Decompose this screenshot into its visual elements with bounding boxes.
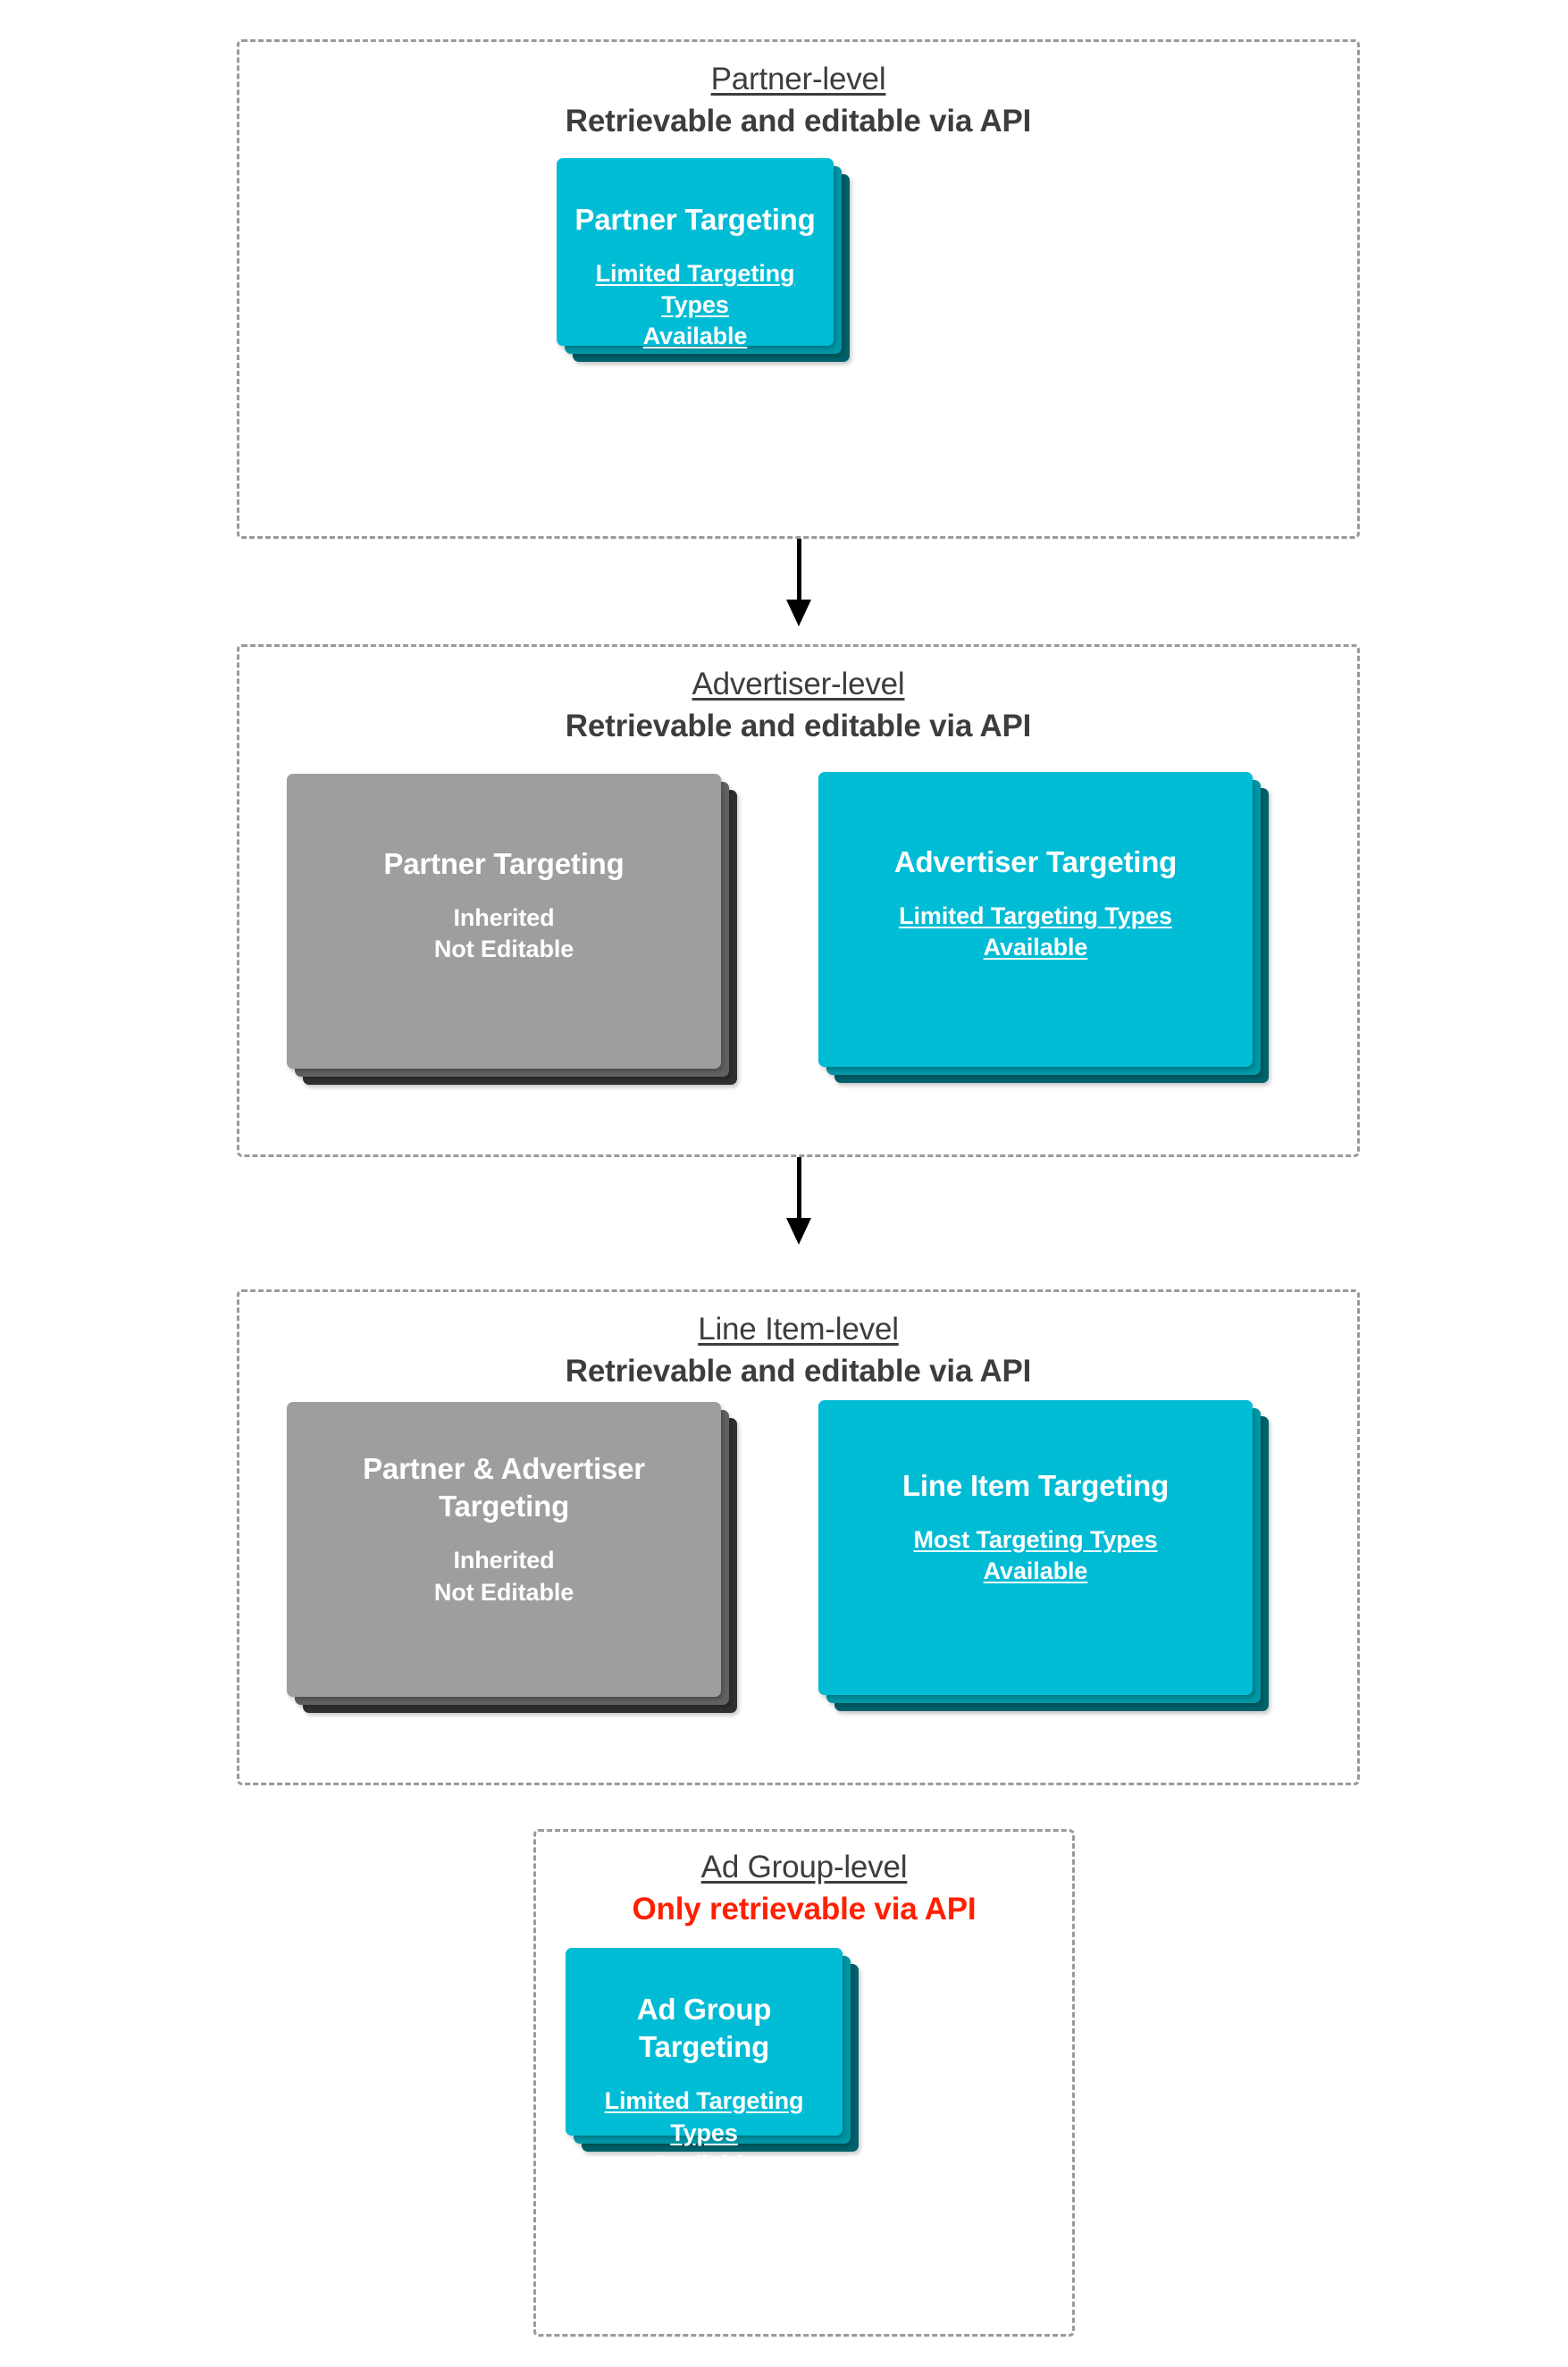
- card-body-advertiser-targeting: Advertiser Targeting Limited Targeting T…: [818, 844, 1253, 963]
- level-api-note-partner: Retrievable and editable via API: [565, 103, 1032, 138]
- level-heading-ad-group: Ad Group-level Only retrievable via API: [536, 1848, 1072, 1930]
- level-name-line-item: Line Item-level: [698, 1312, 899, 1347]
- level-name-advertiser: Advertiser-level: [692, 667, 905, 701]
- level-api-note-advertiser: Retrievable and editable via API: [565, 708, 1032, 743]
- arrow-head: [786, 1218, 811, 1245]
- card-layer-front: Line Item Targeting Most Targeting Types…: [818, 1400, 1253, 1695]
- card-stack-line-item-targeting[interactable]: Line Item Targeting Most Targeting Types…: [818, 1400, 1283, 1713]
- card-layer-front: Partner Targeting Limited Targeting Type…: [557, 158, 834, 349]
- arrow-partner-to-advertiser: [784, 539, 814, 626]
- card-title: Partner Targeting: [383, 847, 625, 880]
- card-layer-front: Advertiser Targeting Limited Targeting T…: [818, 772, 1253, 1067]
- card-stack-advertiser-targeting[interactable]: Advertiser Targeting Limited Targeting T…: [818, 772, 1283, 1085]
- arrow-advertiser-to-line-item: [784, 1157, 814, 1245]
- level-heading-partner: Partner-level Retrievable and editable v…: [239, 60, 1357, 142]
- level-heading-advertiser: Advertiser-level Retrievable and editabl…: [239, 665, 1357, 747]
- card-title: Partner Targeting: [574, 203, 816, 236]
- card-layer-front: Ad Group Targeting Limited Targeting Typ…: [566, 1948, 843, 2178]
- level-api-note-ad-group: Only retrievable via API: [632, 1891, 977, 1926]
- level-box-partner: Partner-level Retrievable and editable v…: [237, 39, 1360, 539]
- arrow-head: [786, 600, 811, 626]
- card-title: Advertiser Targeting: [893, 845, 1178, 878]
- card-title: Line Item Targeting: [901, 1469, 1170, 1502]
- level-name-ad-group: Ad Group-level: [700, 1850, 908, 1884]
- card-stack-ad-group-targeting[interactable]: Ad Group Targeting Limited Targeting Typ…: [566, 1948, 1012, 2178]
- card-body-ad-group-targeting: Ad Group Targeting Limited Targeting Typ…: [566, 1991, 843, 2180]
- card-title: Ad Group Targeting: [636, 1993, 772, 2064]
- arrow-shaft: [797, 1157, 801, 1220]
- level-box-advertiser: Advertiser-level Retrievable and editabl…: [237, 644, 1360, 1157]
- card-body-partner-targeting: Partner Targeting Limited Targeting Type…: [557, 201, 834, 353]
- level-box-ad-group: Ad Group-level Only retrievable via API …: [533, 1829, 1075, 2337]
- level-box-line-item: Line Item-level Retrievable and editable…: [237, 1289, 1360, 1785]
- level-name-partner: Partner-level: [710, 62, 886, 97]
- card-body-line-item-targeting: Line Item Targeting Most Targeting Types…: [818, 1467, 1253, 1587]
- level-api-note-line-item: Retrievable and editable via API: [565, 1353, 1032, 1389]
- arrow-shaft: [797, 539, 801, 601]
- level-heading-line-item: Line Item-level Retrievable and editable…: [239, 1310, 1357, 1392]
- card-stack-partner-targeting[interactable]: Partner Targeting Limited Targeting Type…: [557, 158, 853, 365]
